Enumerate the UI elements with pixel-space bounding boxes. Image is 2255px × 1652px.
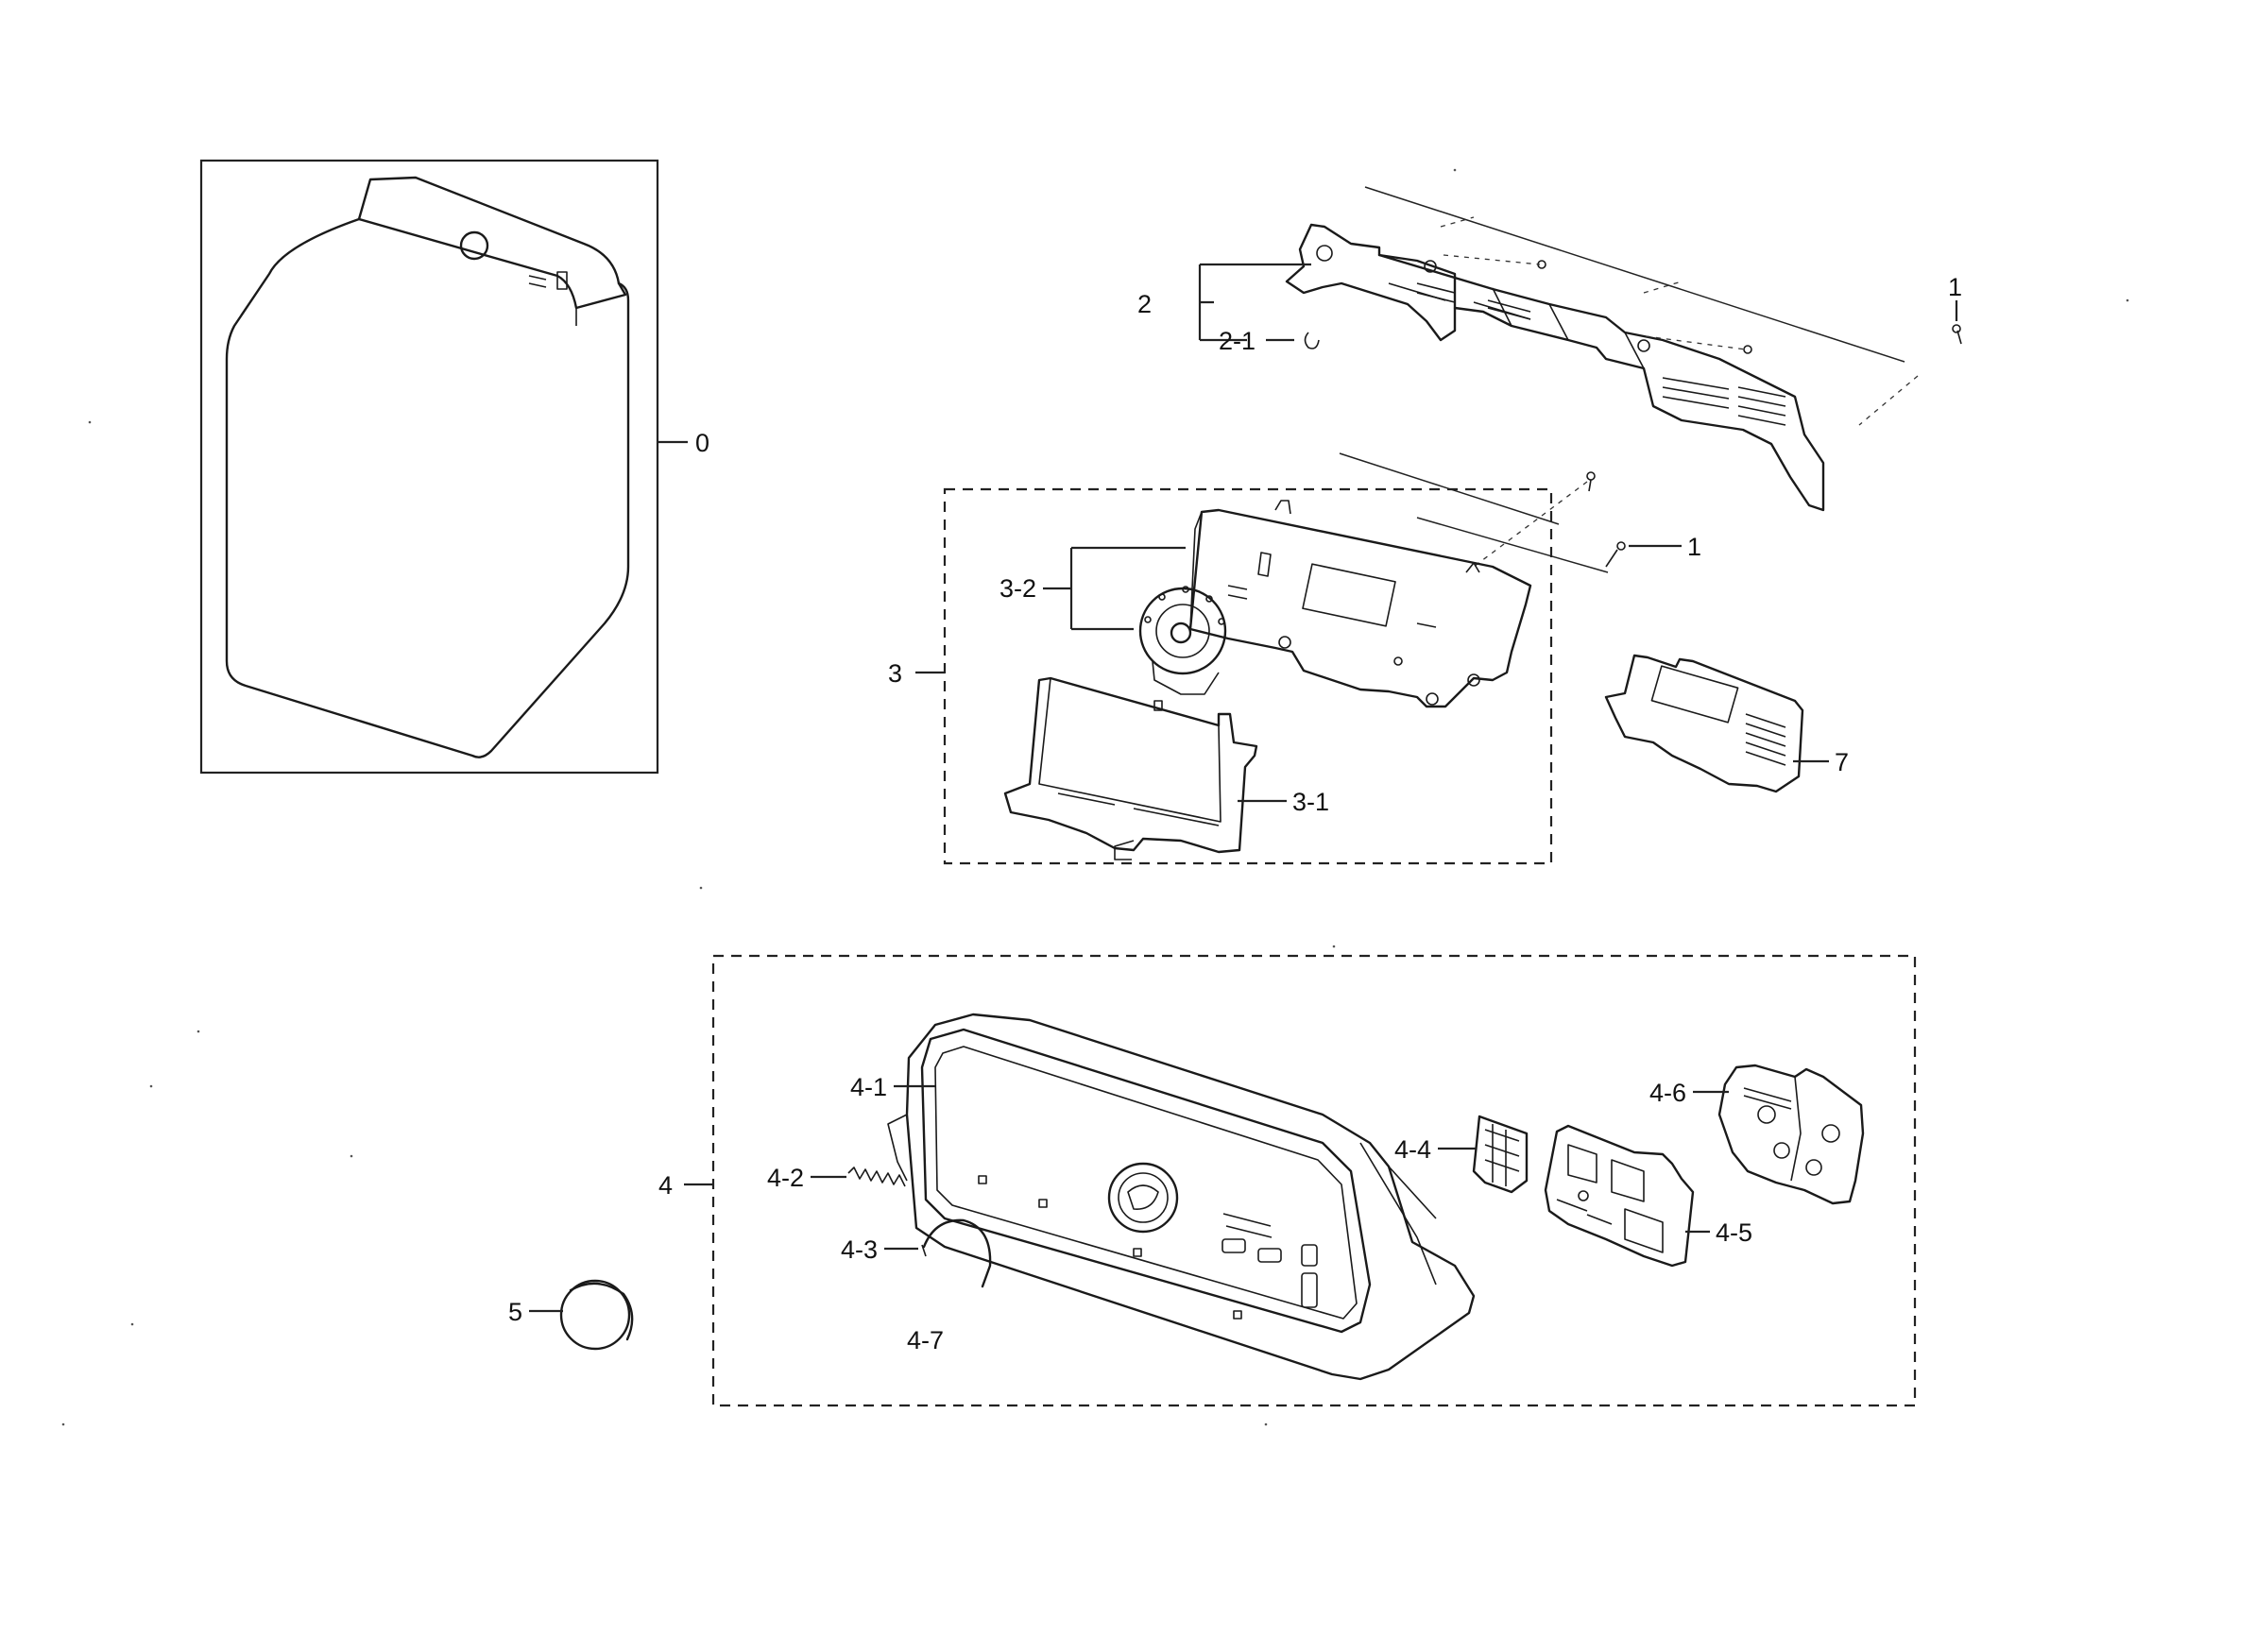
callout-5: 5 bbox=[508, 1298, 563, 1326]
part-1-screw-top[interactable]: 1 bbox=[1948, 273, 1962, 345]
callout-3-2: 3-2 bbox=[999, 546, 1186, 631]
part-1-screw-mid[interactable]: 1 bbox=[1605, 533, 1701, 568]
part-3-1-pcb-housing[interactable] bbox=[1003, 676, 1258, 860]
part-3-pcb-group[interactable]: 3 bbox=[888, 452, 1609, 865]
svg-text:3-1: 3-1 bbox=[1292, 788, 1329, 816]
svg-text:4-3: 4-3 bbox=[841, 1235, 878, 1264]
callout-0: 0 bbox=[658, 429, 709, 457]
svg-text:3-2: 3-2 bbox=[999, 574, 1036, 603]
part-4-4-switch-block[interactable] bbox=[1472, 1115, 1529, 1194]
callout-7: 7 bbox=[1793, 748, 1849, 776]
part-3-2-rotary-encoder[interactable] bbox=[1138, 586, 1227, 695]
scan-noise bbox=[61, 168, 2129, 1426]
part-4-control-panel-group[interactable]: 4 4-1 bbox=[658, 954, 1917, 1407]
callout-4-1: 4-1 bbox=[850, 1073, 935, 1101]
svg-text:0: 0 bbox=[695, 429, 709, 457]
callout-4-3: 4-3 bbox=[841, 1235, 918, 1264]
part-4-1-control-bezel[interactable] bbox=[887, 1013, 1476, 1381]
svg-text:4-1: 4-1 bbox=[850, 1073, 887, 1101]
svg-text:5: 5 bbox=[508, 1298, 522, 1326]
callout-1-top: 1 bbox=[1948, 273, 1962, 321]
overview-frame bbox=[199, 159, 659, 775]
svg-text:1: 1 bbox=[1948, 273, 1962, 301]
callout-4-7: 4-7 bbox=[907, 1326, 944, 1354]
callout-4-4: 4-4 bbox=[1394, 1135, 1476, 1164]
svg-text:4-4: 4-4 bbox=[1394, 1135, 1431, 1164]
svg-text:4-7: 4-7 bbox=[907, 1326, 944, 1354]
part-7-pcb-cover[interactable]: 7 bbox=[1604, 654, 1849, 793]
svg-text:2-1: 2-1 bbox=[1219, 327, 1256, 355]
svg-text:1: 1 bbox=[1687, 533, 1701, 561]
svg-text:4-5: 4-5 bbox=[1716, 1218, 1752, 1247]
part-3-2-pcb-board[interactable] bbox=[1188, 500, 1532, 708]
svg-text:4: 4 bbox=[658, 1171, 673, 1200]
part-4-6-sub-pcb[interactable] bbox=[1717, 1064, 1865, 1205]
group-4-dashed-box bbox=[711, 954, 1917, 1407]
callout-2-1: 2-1 bbox=[1219, 327, 1320, 355]
svg-text:3: 3 bbox=[888, 659, 902, 688]
callout-4-2: 4-2 bbox=[767, 1164, 846, 1192]
part-5-knob[interactable]: 5 bbox=[508, 1279, 634, 1351]
part-4-2-spring[interactable] bbox=[847, 1167, 906, 1187]
callout-4: 4 bbox=[658, 1171, 713, 1200]
part-4-5-sub-pcb[interactable] bbox=[1544, 1124, 1695, 1268]
group-3-dashed-box bbox=[943, 487, 1553, 865]
part-4-3-ring-clip[interactable] bbox=[921, 1218, 992, 1288]
svg-text:2: 2 bbox=[1137, 290, 1152, 318]
callout-1-mid: 1 bbox=[1629, 533, 1701, 561]
svg-text:4-6: 4-6 bbox=[1649, 1079, 1686, 1107]
callout-3-1: 3-1 bbox=[1238, 788, 1329, 816]
part-2-control-bracket[interactable]: 2 2-1 bbox=[1137, 186, 1919, 512]
svg-text:4-2: 4-2 bbox=[767, 1164, 804, 1192]
callout-4-5: 4-5 bbox=[1685, 1218, 1752, 1247]
callout-4-6: 4-6 bbox=[1649, 1079, 1729, 1107]
callout-2: 2 bbox=[1137, 263, 1311, 342]
part-0-appliance-overview[interactable]: 0 bbox=[199, 159, 709, 775]
svg-text:7: 7 bbox=[1835, 748, 1849, 776]
callout-3: 3 bbox=[888, 659, 945, 688]
